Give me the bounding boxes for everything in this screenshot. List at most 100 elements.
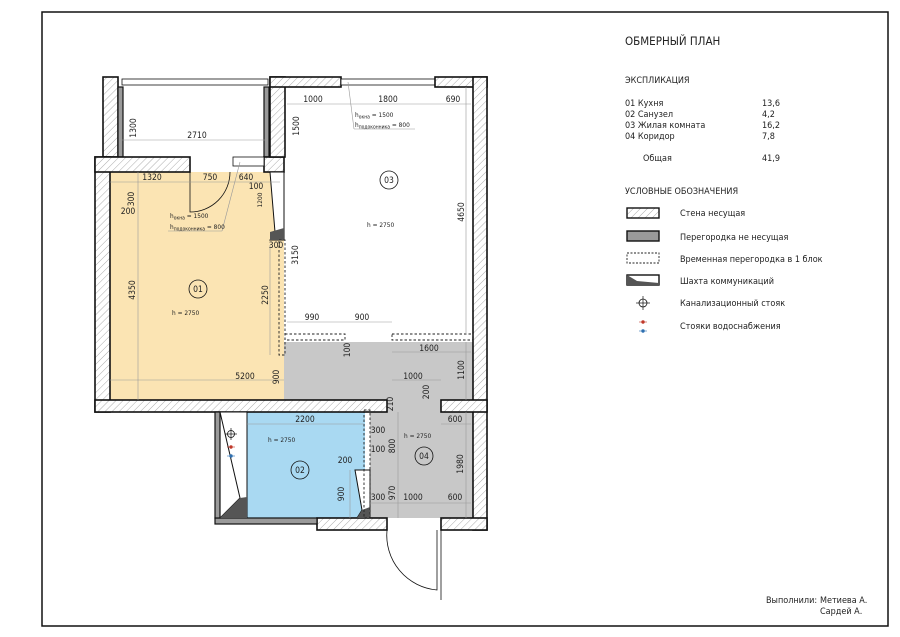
svg-text:210: 210 [386,397,396,412]
svg-text:600: 600 [448,415,463,425]
svg-text:03: 03 [384,176,394,186]
svg-text:4350: 4350 [128,280,138,300]
temp-partition-kitchen [278,239,286,356]
room-01-height: h = 2750 [172,309,199,317]
balcony-side-right [263,86,270,158]
signature-author: Метиева А. [820,596,867,606]
explication-row-area: 4,2 [762,110,775,120]
svg-text:200: 200 [338,456,353,466]
explication-row-area: 16,2 [762,121,780,131]
utility-shaft-bath-fill [220,497,247,518]
balcony-side [117,86,124,158]
wall-left [94,156,111,413]
corridor-fill-upper [284,342,473,400]
temp-partition-room03-right [391,333,474,341]
explication-row-name: 01 Кухня [625,99,663,109]
svg-text:100: 100 [371,445,386,455]
svg-text:300: 300 [127,192,137,207]
svg-text:1200: 1200 [256,192,264,207]
svg-text:200: 200 [121,207,136,217]
dimension-labels: 1300 2710 1320 750 640 100 1200 300 200 … [121,95,467,503]
svg-text:640: 640 [239,173,254,183]
svg-text:690: 690 [446,95,461,105]
plan: 01 h = 2750 02 h = 2750 03 h = 2750 04 h… [94,76,488,600]
balcony-glazing [121,78,269,86]
svg-text:02: 02 [295,466,305,476]
svg-text:800: 800 [388,439,398,454]
svg-text:100: 100 [249,182,264,192]
temporary-partition-icon [626,252,660,264]
partition-bath-bottom [214,517,318,525]
room-03-label: 03 h = 2750 [367,170,399,229]
svg-text:1300: 1300 [129,118,139,138]
svg-text:hокна = 1500: hокна = 1500 [355,111,394,121]
signature-block: Выполнили: Метиева А. Сардей А. [766,596,867,617]
svg-text:900: 900 [355,313,370,323]
room-02-fill [247,412,365,518]
svg-text:1320: 1320 [142,173,162,183]
wall-corridor-bottom [440,517,488,531]
room-04-height: h = 2750 [404,432,431,440]
svg-text:3150: 3150 [291,245,301,265]
svg-text:04: 04 [419,452,429,462]
entrance-door[interactable] [386,529,438,591]
svg-text:1000: 1000 [403,493,423,503]
temp-partition-bath [363,409,371,519]
utility-shaft-icon [626,274,660,286]
sheet-frame [41,11,889,627]
room-01-label: 01 h = 2750 [172,279,208,317]
explication-row-name: 03 Жилая комната [625,121,705,131]
sheet-title: ОБМЕРНЫЙ ПЛАН [625,33,720,48]
svg-text:750: 750 [203,173,218,183]
svg-text:900: 900 [272,370,282,385]
kitchen-balcony-door[interactable] [189,171,231,213]
kitchen-window-note: hокна = 1500 hподоконника = 800 [168,161,241,233]
svg-text:1500: 1500 [292,116,302,136]
kitchen-window [232,156,265,167]
sewer-riser-icon [225,428,237,440]
legend-item-label: Временная перегородка в 1 блок [680,254,823,265]
balcony-wall-left [102,76,119,158]
water-riser-icon [639,320,647,333]
wall-right [472,76,488,531]
legend-item-label: Стояки водоснабжения [680,321,781,332]
wall-room03-top-left [269,76,342,88]
room-04-label: 04 h = 2750 [404,432,434,466]
svg-text:hподоконника = 800: hподоконника = 800 [355,121,410,131]
svg-text:01: 01 [193,285,203,295]
svg-text:300: 300 [269,241,284,251]
room-04-fill [370,400,473,518]
explication-row-area: 7,8 [762,132,775,142]
dimension-lines [110,87,471,518]
explication-row-name: 04 Коридор [625,132,675,142]
room-02-label: 02 h = 2750 [268,436,310,480]
legend: УСЛОВНЫЕ ОБОЗНАЧЕНИЯ Стена несущая Перег… [625,187,823,333]
signature-author: Сардей А. [820,607,862,617]
utility-shaft-corridor-fill [357,507,370,518]
explication-total-label: Общая [643,153,672,164]
svg-text:2250: 2250 [261,285,271,305]
legend-item-label: Канализационный стояк [680,299,785,309]
sewer-riser-icon [636,296,650,310]
svg-text:1000: 1000 [403,372,423,382]
svg-text:970: 970 [388,486,398,501]
water-riser-icon [227,445,235,458]
legend-item-label: Перегородка не несущая [680,233,788,243]
load-bearing-wall-icon [626,207,660,219]
explication-table: ЭКСПЛИКАЦИЯ 01 Кухня 13,6 02 Санузел 4,2… [625,76,780,164]
wall-kitchen-top-right [263,156,285,173]
wall-bath-bottom [316,517,388,531]
signature-label: Выполнили: [766,596,817,606]
svg-text:2200: 2200 [295,415,315,425]
legend-item-label: Стена несущая [680,209,745,219]
svg-text:1600: 1600 [419,344,439,354]
svg-text:300: 300 [371,426,386,436]
room03-window [340,78,436,86]
svg-text:hподоконника = 800: hподоконника = 800 [170,223,225,233]
room-01-fill [110,172,284,400]
svg-text:hокна = 1500: hокна = 1500 [170,212,209,222]
svg-text:4650: 4650 [457,202,467,222]
partition-bath-left [214,411,221,519]
wall-kitchen-top [94,156,191,173]
